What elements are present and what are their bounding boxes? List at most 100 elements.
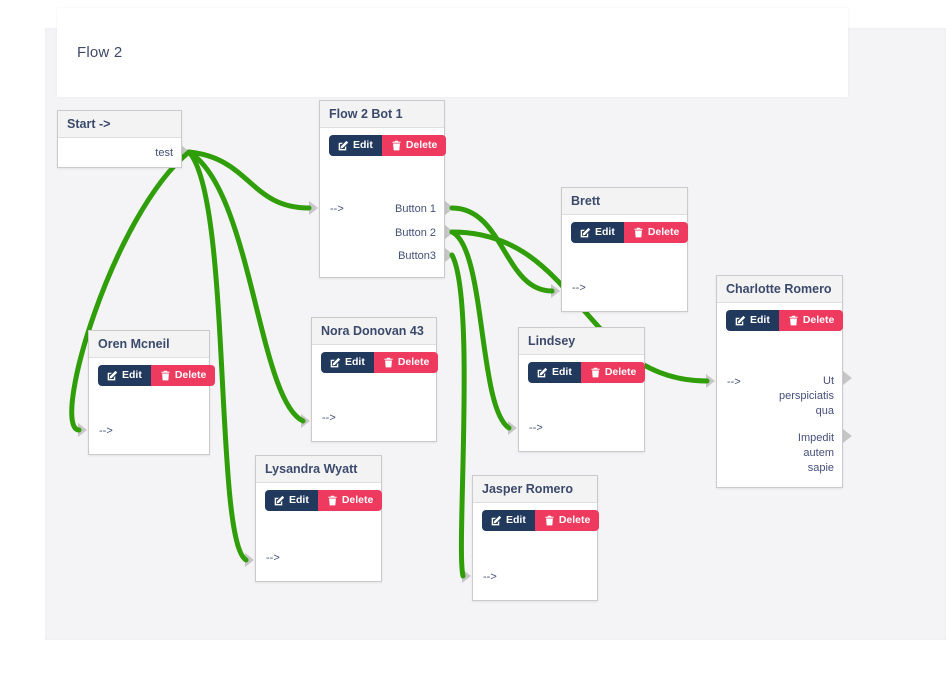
flow-header-panel: Flow 2 [57, 8, 848, 97]
node-oren[interactable]: Oren Mcneil Edit Delete --> [88, 330, 216, 455]
trash-icon [591, 367, 600, 378]
edit-button[interactable]: Edit [482, 510, 535, 531]
output-port-bot1-button2[interactable] [445, 225, 454, 239]
pencil-icon [330, 357, 341, 368]
input-port-charlotte[interactable] [706, 374, 715, 388]
node-actions: Edit Delete [320, 128, 447, 156]
output-label-button3: Button3 [398, 250, 436, 262]
pencil-icon [735, 315, 746, 326]
delete-button[interactable]: Delete [534, 510, 600, 531]
input-label: --> [330, 203, 344, 215]
node-actions: Edit Delete [89, 358, 216, 386]
edit-button[interactable]: Edit [265, 490, 318, 511]
edit-button[interactable]: Edit [98, 365, 151, 386]
pencil-icon [338, 140, 349, 151]
output-port-start-test[interactable] [181, 145, 190, 159]
output-label-1: Ut perspiciatis qua [778, 375, 834, 417]
node-actions: Edit Delete [256, 483, 383, 511]
input-label: --> [322, 412, 336, 424]
input-label: --> [572, 282, 586, 294]
input-port-nora[interactable] [301, 414, 310, 428]
node-bot1[interactable]: Flow 2 Bot 1 Edit Delete --> Button 1 Bu… [319, 100, 447, 278]
output-port-charlotte-1[interactable] [843, 371, 852, 385]
edit-label: Edit [345, 356, 365, 369]
pencil-icon [274, 495, 285, 506]
node-title: Brett [562, 188, 687, 215]
node-nora[interactable]: Nora Donovan 43 Edit Delete --> [311, 317, 439, 442]
node-jasper[interactable]: Jasper Romero Edit Delete --> [472, 475, 600, 601]
node-actions: Edit Delete [312, 345, 439, 373]
delete-label: Delete [341, 494, 374, 507]
delete-label: Delete [174, 369, 207, 382]
node-lindsey[interactable]: Lindsey Edit Delete --> [518, 327, 646, 452]
input-port-lysandra[interactable] [245, 553, 254, 567]
output-port-bot1-button1[interactable] [445, 201, 454, 215]
edit-label: Edit [122, 369, 142, 382]
delete-button[interactable]: Delete [623, 222, 689, 243]
input-label: --> [483, 571, 497, 583]
input-port-lindsey[interactable] [508, 421, 517, 435]
node-lysandra[interactable]: Lysandra Wyatt Edit Delete --> [255, 455, 383, 582]
delete-label: Delete [604, 366, 637, 379]
delete-button[interactable]: Delete [317, 490, 383, 511]
trash-icon [328, 495, 337, 506]
delete-label: Delete [647, 226, 680, 239]
trash-icon [789, 315, 798, 326]
trash-icon [384, 357, 393, 368]
edit-button[interactable]: Edit [329, 135, 382, 156]
edit-button[interactable]: Edit [571, 222, 624, 243]
output-label-test: test [155, 147, 173, 159]
output-label-2: Impedit autem sapie [797, 432, 834, 474]
output-port-bot1-button3[interactable] [445, 248, 454, 262]
input-port-jasper[interactable] [462, 569, 471, 583]
trash-icon [392, 140, 401, 151]
node-charlotte[interactable]: Charlotte Romero Edit Delete --> Ut pers… [716, 275, 844, 488]
delete-button[interactable]: Delete [150, 365, 216, 386]
node-title: Oren Mcneil [89, 331, 209, 358]
trash-icon [545, 515, 554, 526]
trash-icon [161, 370, 170, 381]
edit-label: Edit [750, 314, 770, 327]
delete-label: Delete [802, 314, 835, 327]
pencil-icon [107, 370, 118, 381]
input-port-brett[interactable] [551, 284, 560, 298]
node-title: Nora Donovan 43 [312, 318, 436, 345]
node-actions: Edit Delete [717, 303, 844, 331]
delete-button[interactable]: Delete [381, 135, 447, 156]
pencil-icon [537, 367, 548, 378]
edit-label: Edit [552, 366, 572, 379]
pencil-icon [491, 515, 502, 526]
edit-button[interactable]: Edit [528, 362, 581, 383]
delete-button[interactable]: Delete [580, 362, 646, 383]
node-title: Jasper Romero [473, 476, 597, 503]
node-actions: Edit Delete [562, 215, 689, 243]
edit-label: Edit [353, 139, 373, 152]
trash-icon [634, 227, 643, 238]
node-actions: Edit Delete [519, 355, 646, 383]
delete-label: Delete [558, 514, 591, 527]
edit-label: Edit [506, 514, 526, 527]
input-port-oren[interactable] [78, 423, 87, 437]
input-label: --> [266, 552, 280, 564]
edit-label: Edit [289, 494, 309, 507]
flow-title: Flow 2 [77, 44, 123, 61]
node-title: Lysandra Wyatt [256, 456, 381, 483]
node-title: Charlotte Romero [717, 276, 842, 303]
node-brett[interactable]: Brett Edit Delete --> [561, 187, 689, 312]
delete-button[interactable]: Delete [778, 310, 844, 331]
delete-button[interactable]: Delete [373, 352, 439, 373]
node-title: Lindsey [519, 328, 644, 355]
output-label-button2: Button 2 [395, 227, 436, 239]
pencil-icon [580, 227, 591, 238]
input-label: --> [529, 422, 543, 434]
input-label: --> [727, 376, 741, 388]
output-label-button1: Button 1 [395, 203, 436, 215]
output-port-charlotte-2[interactable] [843, 429, 852, 443]
edit-button[interactable]: Edit [321, 352, 374, 373]
delete-label: Delete [397, 356, 430, 369]
edit-button[interactable]: Edit [726, 310, 779, 331]
node-start[interactable]: Start -> test [57, 110, 182, 168]
input-port-bot1[interactable] [309, 201, 318, 215]
input-label: --> [99, 425, 113, 437]
